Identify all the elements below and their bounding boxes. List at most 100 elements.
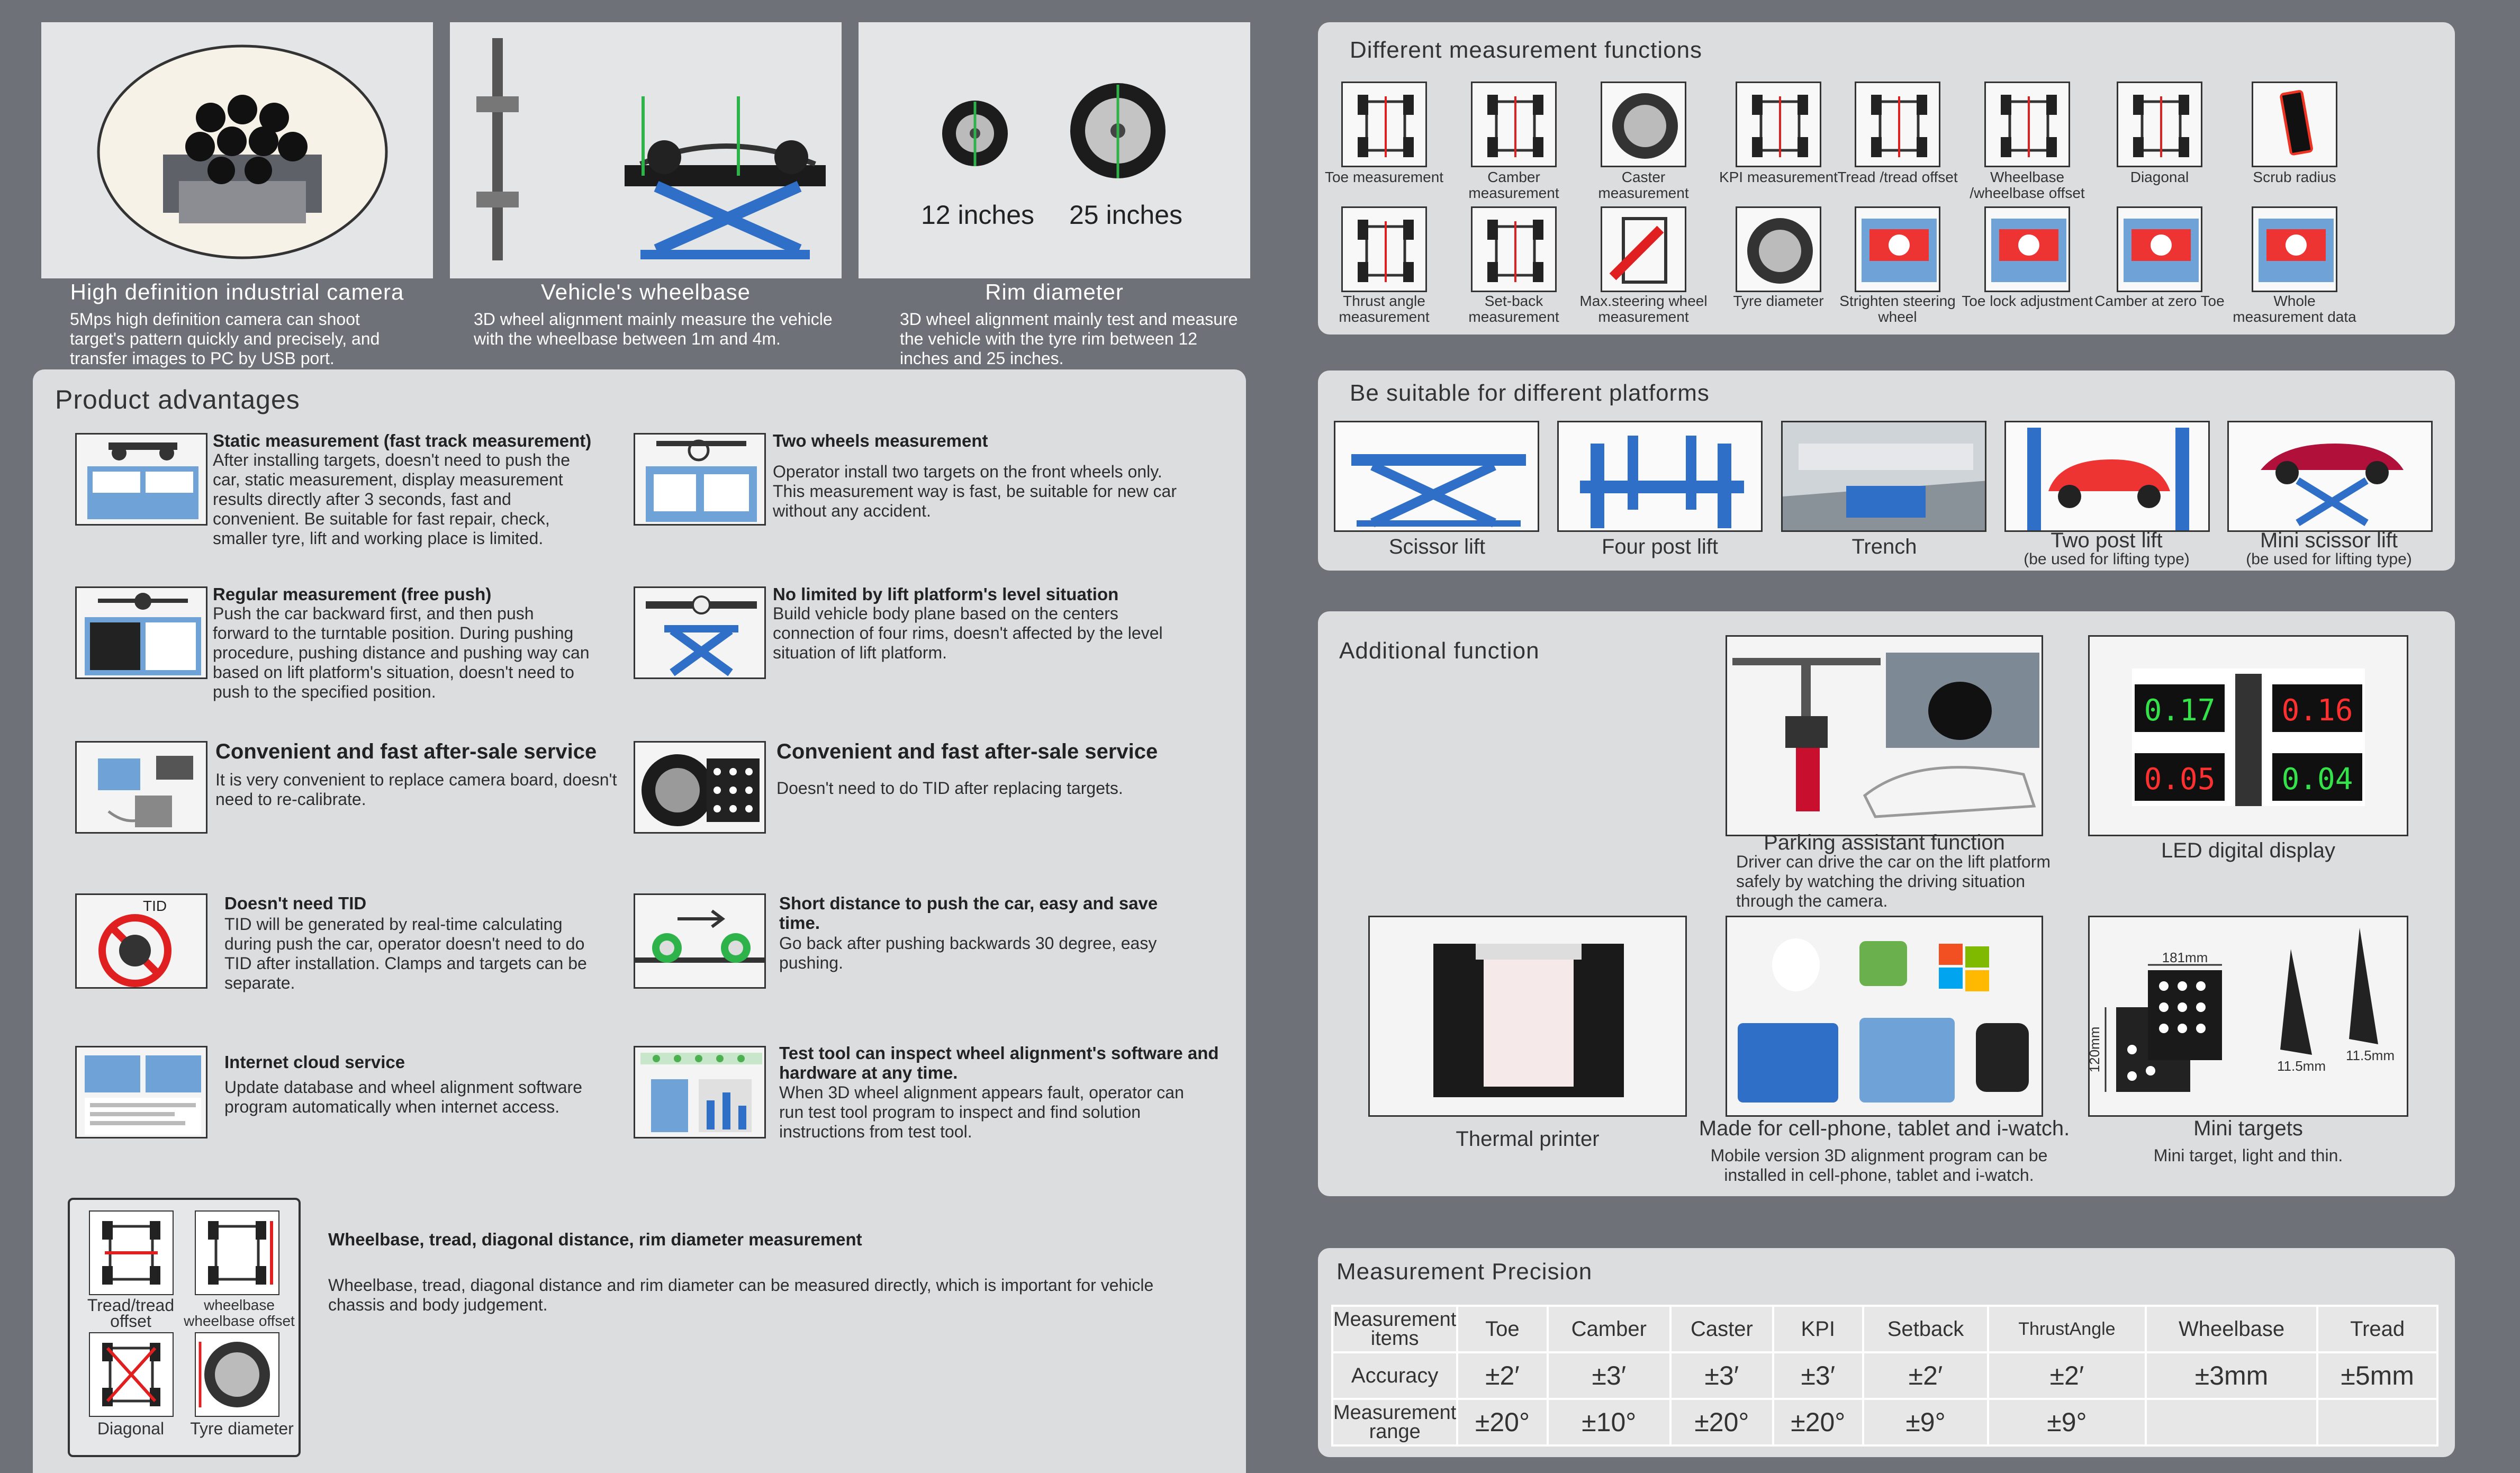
rim-large-label: 25 inches bbox=[1069, 200, 1183, 230]
advantage-text-7: TID will be generated by real-time calcu… bbox=[224, 915, 587, 992]
max-steering-icon bbox=[1601, 206, 1686, 292]
camera-desc: 5Mps high definition camera can shoot ta… bbox=[70, 310, 380, 368]
precision-cell: ±5mm bbox=[2316, 1351, 2438, 1400]
measure-icons-box: Tread/tread offset wheelbase wheelbase o… bbox=[68, 1198, 301, 1457]
advantage-text-3: Push the car backward first, and then pu… bbox=[213, 604, 590, 701]
led-value-4: 0.04 bbox=[2282, 762, 2353, 797]
camera-caption: High definition industrial camera bbox=[70, 279, 404, 304]
advantage-head-10: Test tool can inspect wheel alignment's … bbox=[779, 1043, 1219, 1082]
function-label: Diagonal bbox=[2130, 169, 2189, 185]
precision-accuracy-row: Accuracy ±2′ ±3′ ±3′ ±3′ ±2′ ±2′ ±3mm ±5… bbox=[1331, 1351, 2438, 1400]
mobile-label: Made for cell-phone, tablet and i-watch. bbox=[1699, 1117, 2070, 1140]
precision-title: Measurement Precision bbox=[1336, 1259, 1593, 1285]
bottom-measure-text: Wheelbase, tread, diagonal distance and … bbox=[328, 1276, 1154, 1314]
diagonal-icon-label: Diagonal bbox=[97, 1419, 165, 1438]
precision-header-cell: ThrustAngle bbox=[1987, 1305, 2147, 1353]
platform-label-4: Two post lift bbox=[2051, 529, 2163, 552]
precision-cell: ±3mm bbox=[2144, 1351, 2319, 1400]
advantage-head-7: Doesn't need TID bbox=[224, 893, 367, 913]
precision-cell: Accuracy bbox=[1331, 1351, 1459, 1400]
rim-small-label: 12 inches bbox=[920, 200, 1035, 230]
scissor-lift-image bbox=[1334, 421, 1539, 532]
function-label: Tyre diameter bbox=[1733, 293, 1824, 309]
platform-sub-4: (be used for lifting type) bbox=[2024, 550, 2190, 568]
diagonal-icon bbox=[89, 1332, 174, 1417]
advantage-head-3: Regular measurement (free push) bbox=[213, 584, 492, 604]
target-dim-1: 181mm bbox=[2162, 950, 2208, 965]
precision-header-cell: Caster bbox=[1669, 1305, 1774, 1353]
static-measure-image bbox=[75, 433, 207, 526]
mini-scissor-lift-image bbox=[2227, 421, 2433, 532]
wheelbase-offset-icon bbox=[1984, 82, 2070, 167]
measurement-data-icon bbox=[2252, 206, 2337, 292]
camber-zero-toe-icon bbox=[2117, 206, 2202, 292]
four-post-lift-image bbox=[1557, 421, 1763, 532]
rim-caption: Rim diameter bbox=[985, 279, 1124, 304]
precision-cell: ±9° bbox=[1987, 1398, 2147, 1447]
function-label: Scrub radius bbox=[2253, 169, 2336, 185]
led-value-1: 0.17 bbox=[2144, 693, 2216, 728]
function-label: Set-back measurement bbox=[1468, 293, 1559, 325]
advantage-text-5: It is very convenient to replace camera … bbox=[215, 770, 617, 809]
platforms-title: Be suitable for different platforms bbox=[1350, 380, 1710, 406]
advantage-head-9: Internet cloud service bbox=[224, 1052, 405, 1072]
advantage-text-8: Go back after pushing backwards 30 degre… bbox=[779, 934, 1157, 972]
led-value-2: 0.16 bbox=[2282, 693, 2353, 728]
advantage-text-1: After installing targets, doesn't need t… bbox=[213, 450, 570, 548]
bottom-measure-head: Wheelbase, tread, diagonal distance, rim… bbox=[328, 1230, 862, 1249]
advantage-text-2: Operator install two targets on the fron… bbox=[773, 462, 1177, 520]
functions-panel: Different measurement functions Toe meas… bbox=[1318, 22, 2455, 335]
advantage-head-5: Convenient and fast after-sale service bbox=[215, 740, 597, 763]
caster-icon bbox=[1601, 82, 1686, 167]
steering-wheel-icon bbox=[1855, 206, 1940, 292]
precision-cell: ±2′ bbox=[1987, 1351, 2147, 1400]
target-dim-4: 11.5mm bbox=[2346, 1047, 2395, 1063]
function-label: Thrust angle measurement bbox=[1339, 293, 1430, 325]
advantage-head-1: Static measurement (fast track measureme… bbox=[213, 431, 592, 450]
precision-cell: ±2′ bbox=[1862, 1351, 1990, 1400]
mobile-devices-image bbox=[1726, 916, 2043, 1117]
two-wheels-image bbox=[634, 433, 766, 526]
printer-label: Thermal printer bbox=[1456, 1127, 1600, 1151]
platform-sub-5: (be used for lifting type) bbox=[2246, 550, 2412, 568]
thermal-printer-image bbox=[1368, 916, 1687, 1117]
rim-photo bbox=[942, 83, 1166, 178]
setback-icon bbox=[1471, 206, 1557, 292]
precision-cell: ±20° bbox=[1456, 1398, 1549, 1447]
precision-cell: ±3′ bbox=[1546, 1351, 1672, 1400]
camera-board-image bbox=[75, 741, 207, 834]
diagonal-icon bbox=[2117, 82, 2202, 167]
target-dim-3: 11.5mm bbox=[2277, 1058, 2326, 1074]
function-label: Toe measurement bbox=[1324, 169, 1444, 185]
parking-label: Parking assistant function bbox=[1764, 831, 2005, 854]
precision-header-cell: Tread bbox=[2316, 1305, 2438, 1353]
precision-header-row: Measurement items Toe Camber Caster KPI … bbox=[1331, 1305, 2438, 1353]
cloud-service-image bbox=[75, 1046, 207, 1138]
no-tid-image: TID bbox=[75, 893, 207, 989]
toe-lock-icon bbox=[1984, 206, 2070, 292]
short-distance-image bbox=[634, 893, 766, 989]
target-dim-2: 120mm bbox=[2090, 1027, 2102, 1073]
toe-icon bbox=[1341, 82, 1427, 167]
function-label: Toe lock adjustment bbox=[1962, 293, 2093, 309]
wheelbase-card bbox=[450, 22, 842, 278]
wheelbase-photo bbox=[476, 38, 826, 260]
function-label: Camber measurement bbox=[1468, 169, 1559, 201]
mini-targets-text: Mini target, light and thin. bbox=[2153, 1146, 2343, 1165]
advantage-text-10: When 3D wheel alignment appears fault, o… bbox=[779, 1083, 1184, 1141]
precision-cell: ±2′ bbox=[1456, 1351, 1549, 1400]
camera-photo bbox=[97, 44, 388, 259]
precision-cell: ±10° bbox=[1546, 1398, 1672, 1447]
precision-header-cell: Wheelbase bbox=[2144, 1305, 2319, 1353]
platform-label-5: Mini scissor lift bbox=[2260, 529, 2398, 552]
precision-header-cell: KPI bbox=[1772, 1305, 1864, 1353]
advantage-head-4: No limited by lift platform's level situ… bbox=[773, 584, 1119, 604]
precision-cell: ±20° bbox=[1772, 1398, 1864, 1447]
tread-icon-label: Tread/tread offset bbox=[87, 1296, 175, 1331]
wheelbase-caption: Vehicle's wheelbase bbox=[541, 279, 751, 304]
test-tool-image bbox=[634, 1046, 766, 1138]
function-label: Wheelbase /wheelbase offset bbox=[1970, 169, 2085, 201]
led-value-3: 0.05 bbox=[2144, 762, 2216, 797]
mini-targets-image: 181mm 120mm 11.5mm 11.5mm bbox=[2088, 916, 2408, 1117]
two-post-lift-image bbox=[2004, 421, 2210, 532]
